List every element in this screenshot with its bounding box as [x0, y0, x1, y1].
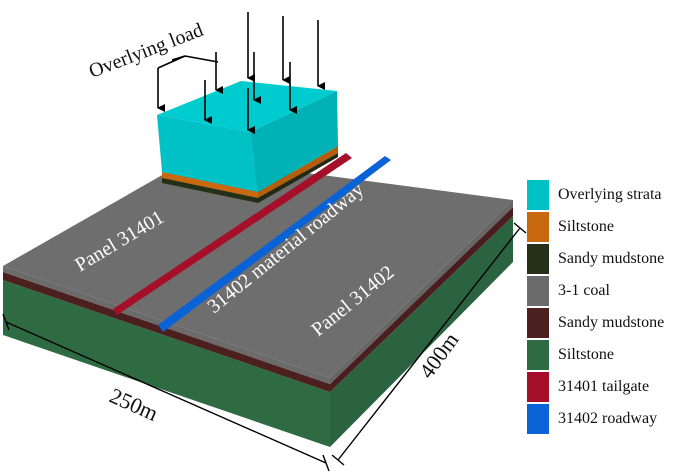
dimension-width — [2, 313, 330, 472]
legend-swatch — [527, 372, 549, 402]
dim-length-line — [337, 227, 521, 461]
legend-item: 31402 roadway — [527, 403, 685, 435]
legend-swatch — [527, 276, 549, 306]
block-front-face — [157, 115, 258, 192]
block-right-siltstone — [258, 146, 338, 198]
dim-width-line — [5, 321, 327, 464]
dim-length-tick — [513, 222, 527, 234]
base-right-face-siltstone — [330, 216, 513, 447]
legend-swatch — [527, 180, 549, 210]
block-front-mudstone — [162, 178, 258, 203]
legend-label: Sandy mudstone — [558, 250, 665, 267]
base-top-coal — [3, 158, 513, 378]
load-label-leader — [171, 55, 186, 61]
legend-item: Siltstone — [527, 339, 685, 371]
legend-label: Overlying strata — [558, 186, 662, 203]
load-label-leader — [184, 55, 219, 63]
legend-item: Overlying strata — [527, 179, 685, 211]
legend-label: Siltstone — [558, 346, 615, 363]
block-front-siltstone — [162, 172, 258, 198]
legend-swatch — [527, 404, 549, 434]
dim-length-tick — [331, 454, 345, 466]
legend-swatch — [527, 308, 549, 338]
dimension-length — [331, 222, 527, 466]
base-right-face-coal — [330, 200, 513, 384]
dim-width-tick — [2, 313, 10, 331]
legend-item: 3-1 coal — [527, 275, 685, 307]
legend-item: Sandy mudstone — [527, 243, 685, 275]
dim-width-label: 250m — [106, 383, 162, 426]
legend-item: Siltstone — [527, 211, 685, 243]
load-arrows — [157, 12, 325, 134]
legend-item: Sandy mudstone — [527, 307, 685, 339]
legend-swatch — [527, 212, 549, 242]
overlying-block — [157, 81, 338, 203]
legend-item: 31401 tailgate — [527, 371, 685, 403]
block-right-face — [250, 91, 338, 192]
legend-label: Siltstone — [558, 218, 615, 235]
block-top-face — [157, 81, 337, 132]
base-right-face-mudstone — [330, 207, 513, 392]
legend-label: 3-1 coal — [558, 282, 610, 299]
base-model — [3, 153, 513, 447]
legend-label: 31402 roadway — [558, 410, 658, 427]
legend-swatch — [527, 340, 549, 370]
dim-width-tick — [322, 454, 330, 472]
base-left-face-siltstone — [3, 280, 330, 447]
roadway-31402 — [158, 156, 391, 332]
block-right-mudstone — [258, 153, 338, 203]
base-left-face-mudstone — [3, 272, 330, 392]
legend-label: 31401 tailgate — [558, 378, 650, 395]
legend-label: Sandy mudstone — [558, 314, 665, 331]
overlying-load-label: Overlying load — [86, 19, 206, 83]
tailgate-31401 — [113, 153, 352, 315]
legend-swatch — [527, 244, 549, 274]
